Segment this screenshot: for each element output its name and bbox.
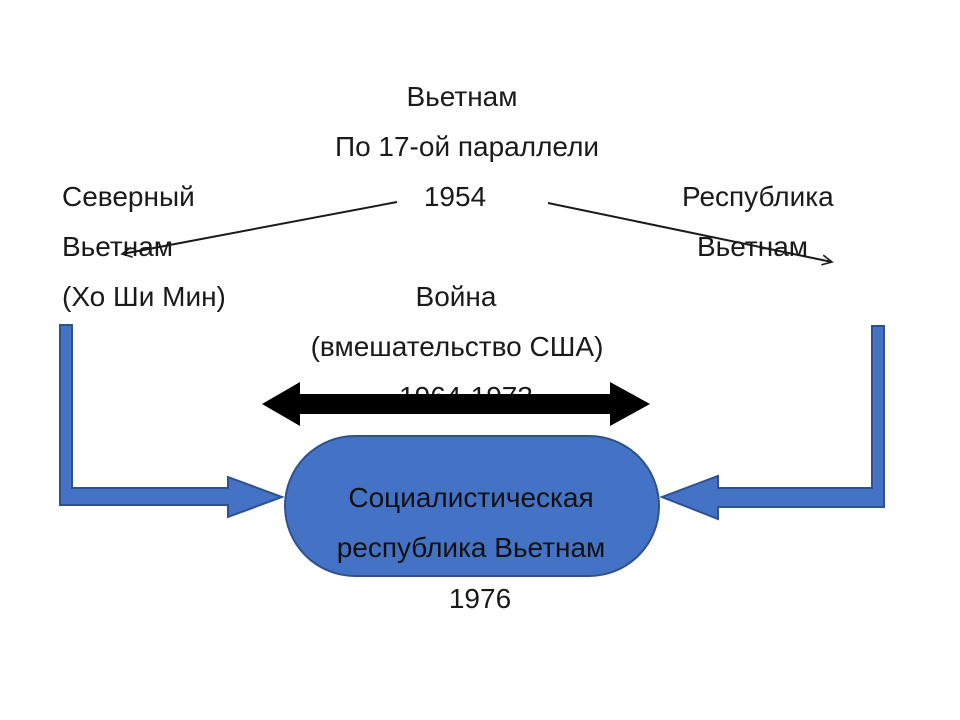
split-arrow-south [547, 202, 832, 262]
division-label: По 17-ой параллели [334, 131, 600, 162]
title-vietnam: Вьетнам [406, 81, 518, 112]
division-year: 1954 [423, 181, 487, 212]
merge-arrow-north [59, 324, 285, 519]
south-line-1: Республика [682, 181, 834, 212]
result-line-2: республика Вьетнам [336, 532, 606, 563]
war-double-arrow [262, 382, 650, 426]
result-pill [284, 435, 660, 577]
north-line-2: Вьетнам [62, 231, 174, 262]
north-line-1: Северный [62, 181, 195, 212]
war-detail: (вмешательство США) [310, 331, 604, 362]
result-year: 1976 [448, 583, 512, 614]
merge-arrow-south [659, 325, 885, 521]
result-line-1: Социалистическая [348, 482, 594, 513]
war-label: Война [415, 281, 497, 312]
north-leader: (Хо Ши Мин) [62, 281, 226, 312]
split-arrow-north [122, 201, 398, 254]
south-line-2: Вьетнам [697, 231, 809, 262]
